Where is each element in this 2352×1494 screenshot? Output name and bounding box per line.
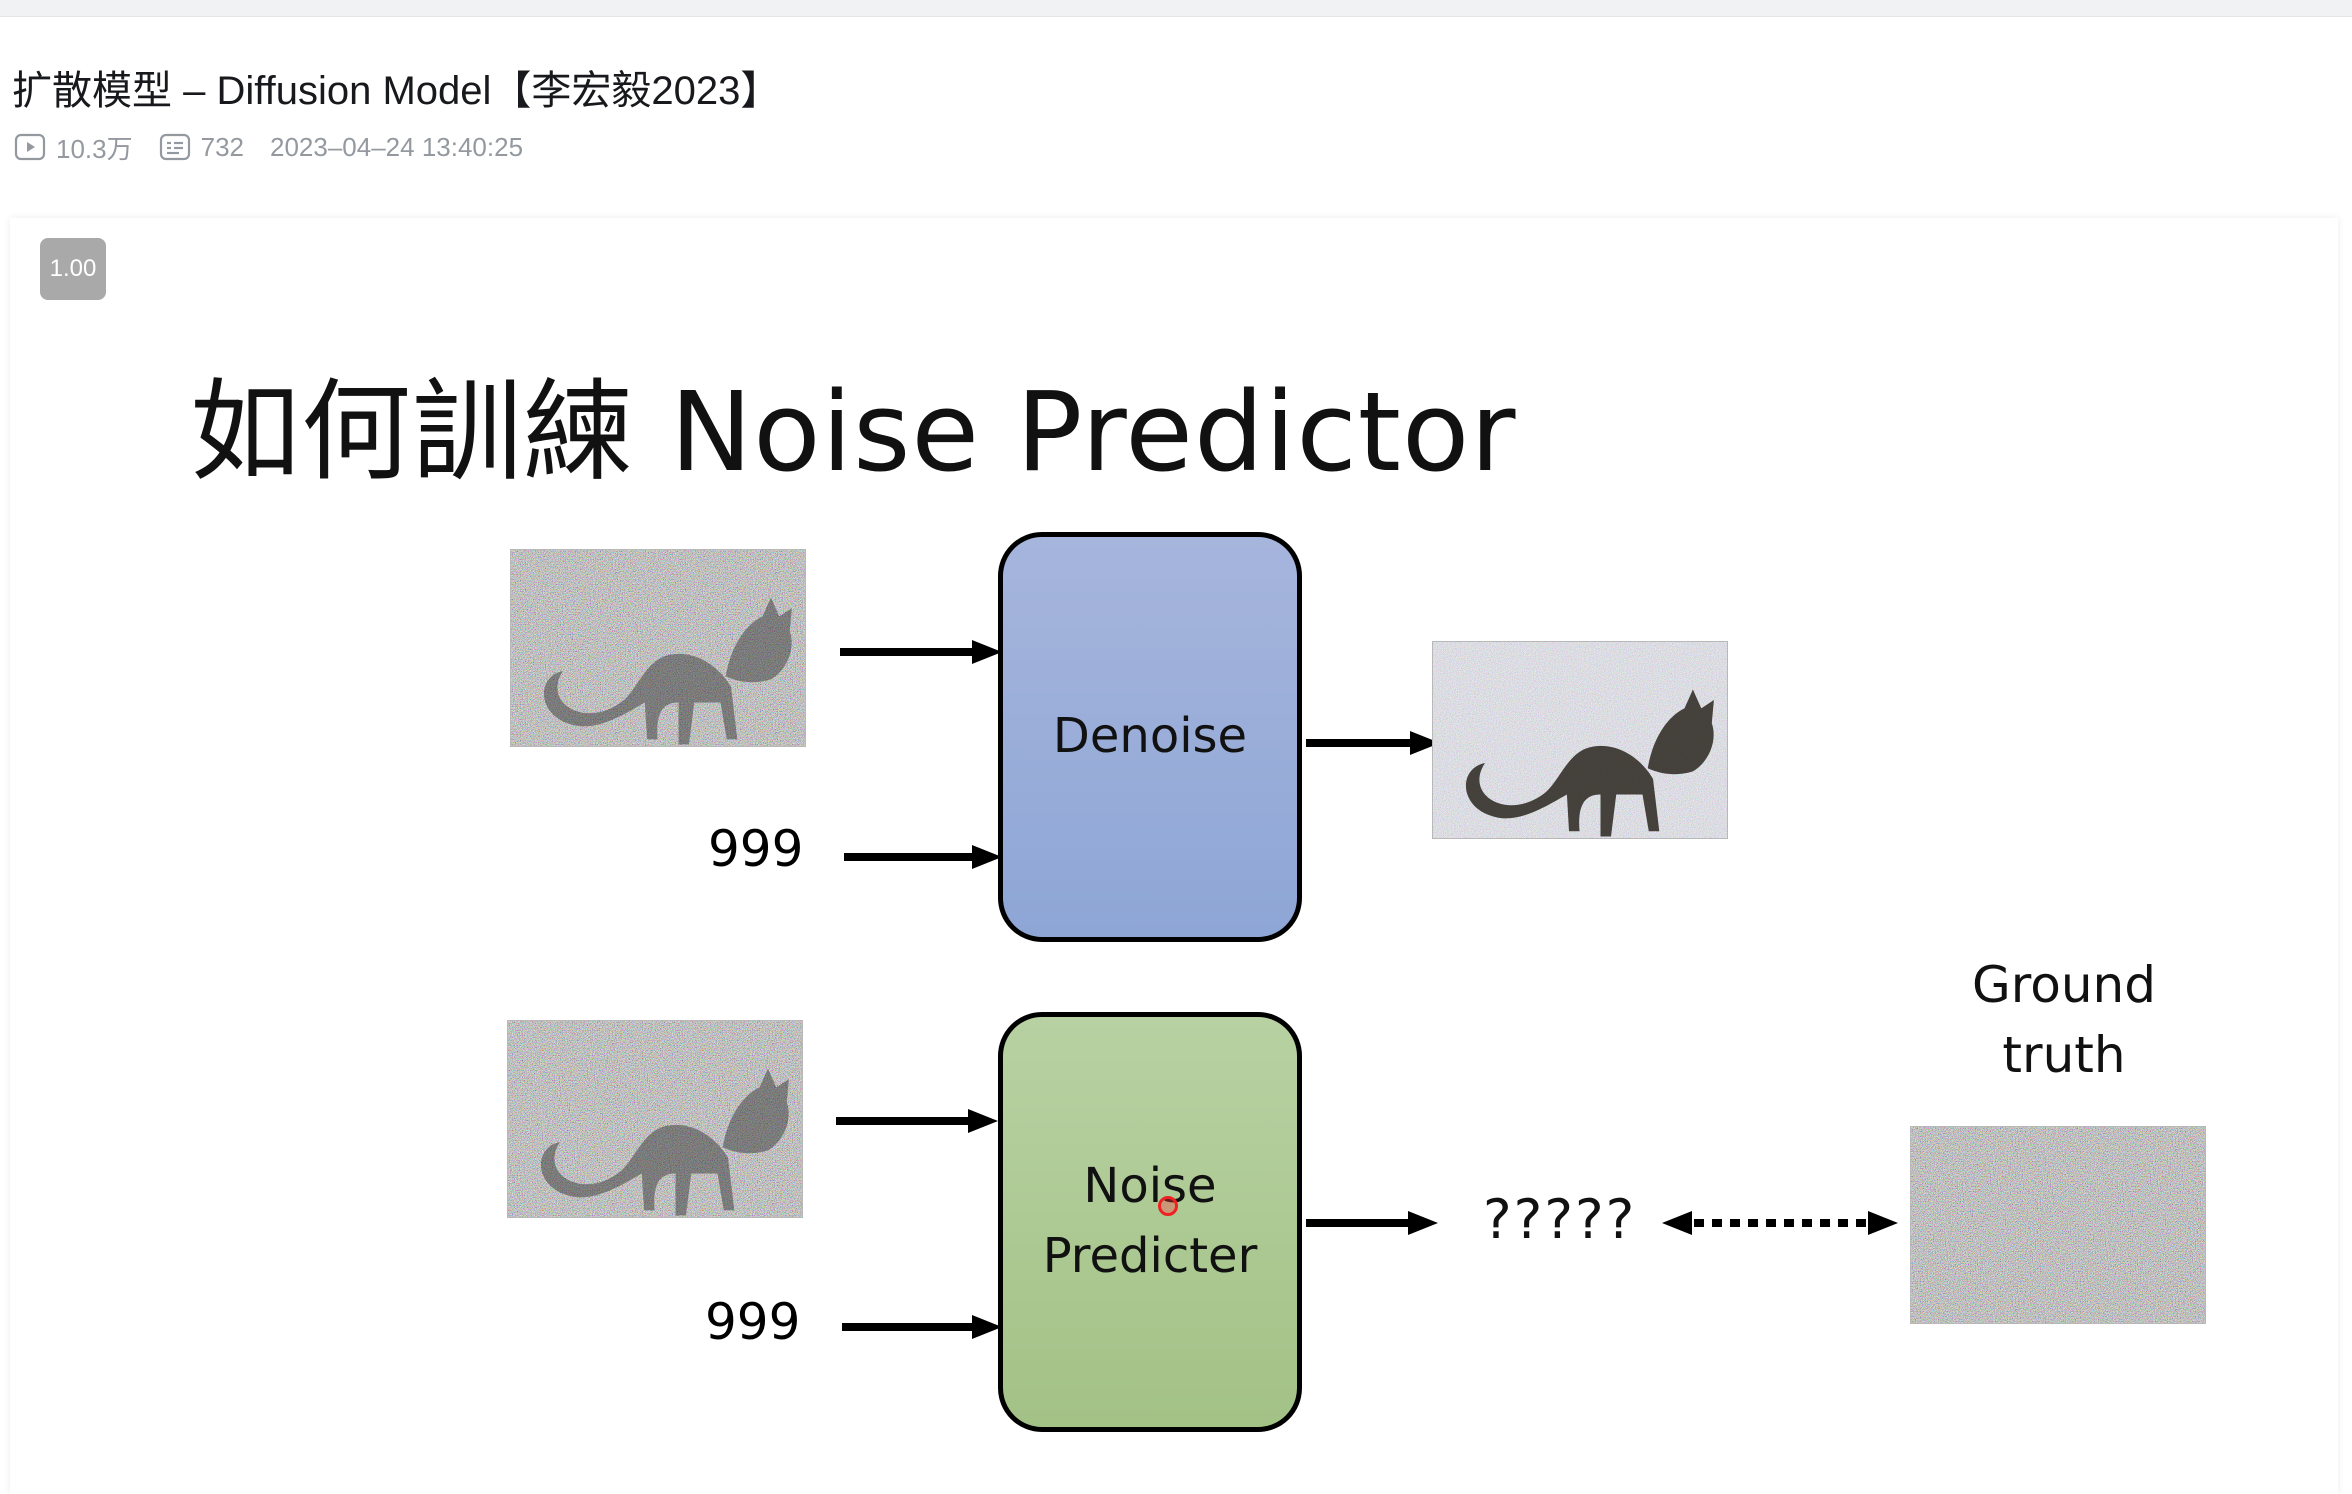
dotted-double-arrow [1662, 1211, 1898, 1235]
play-count-icon [14, 133, 46, 161]
noise-predicter-label-line2: Predicter [1042, 1228, 1258, 1284]
publish-datetime-text: 2023–04–24 13:40:25 [270, 131, 524, 162]
cursor-indicator [1158, 1196, 1178, 1216]
denoise-label: Denoise [1052, 708, 1248, 765]
danmaku-count: 732 [159, 132, 244, 163]
danmaku-icon [159, 133, 190, 161]
arrow-noise-predicter-to-output [1306, 1211, 1438, 1235]
arrow-step-to-denoise [844, 845, 1002, 869]
ground-truth-line1: Ground [1972, 956, 2156, 1014]
arrow-image-to-denoise [840, 640, 1002, 664]
publish-datetime: 2023–04–24 13:40:25 [270, 132, 523, 163]
less-noisy-cat-image [1432, 641, 1728, 839]
ground-truth-label: Ground truth [1934, 950, 2194, 1090]
arrow-step-to-noise-predicter [842, 1315, 1002, 1339]
noisy-cat-image-top [510, 549, 806, 747]
danmaku-count-text: 732 [200, 131, 244, 162]
step-number-top: 999 [708, 820, 804, 878]
view-count-text: 10.3万 [56, 133, 133, 164]
view-count: 10.3万 [14, 129, 133, 166]
ground-truth-noise-image [1910, 1126, 2206, 1324]
playback-speed-badge[interactable]: 1.00 [40, 238, 106, 300]
noise-predicter-label-line1: Noise [1083, 1158, 1217, 1215]
ground-truth-line2: truth [2002, 1026, 2126, 1084]
noisy-cat-image-bottom [507, 1020, 803, 1218]
video-meta: 10.3万 732 2023–04–24 13:40:25 [14, 130, 549, 164]
arrow-image-to-noise-predicter [836, 1109, 998, 1133]
noise-predicter-box: Noise Predicter [998, 1012, 1302, 1432]
unknown-output-text: ????? [1483, 1188, 1637, 1251]
step-number-bottom: 999 [705, 1293, 801, 1351]
video-title: 扩散模型 – Diffusion Model【李宏毅2023】 [12, 69, 781, 113]
slide-title: 如何訓練 Noise Predictor [190, 368, 1517, 496]
arrow-denoise-to-output [1306, 731, 1440, 755]
video-player[interactable]: 1.00 如何訓練 Noise Predictor 999 Denoise [10, 218, 2338, 1494]
top-bar [0, 0, 2352, 17]
denoise-box: Denoise [998, 532, 1302, 942]
